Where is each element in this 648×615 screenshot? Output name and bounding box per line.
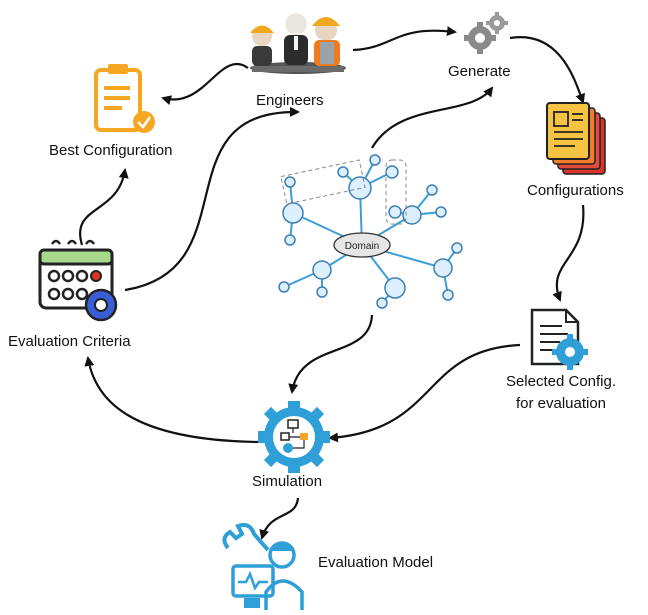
selected-config-label-line1: Selected Config. [505,373,617,390]
arrow-engineers-to-generate [352,26,457,52]
engineers-label: Engineers [256,92,324,109]
arrow-domain-to-generate [371,86,494,149]
simulation-gear-icon [258,401,330,473]
domain-graph-icon: Domain [278,154,463,309]
arrow-engineers-to-best-configuration [161,63,249,105]
calendar-gear-icon [38,239,118,322]
evaluation-model-label: Evaluation Model [318,554,434,571]
arrow-selected-to-simulation [328,343,521,443]
technician-icon [222,523,304,610]
documents-icon [546,102,606,175]
evaluation-criteria-label: Evaluation Criteria [8,333,131,350]
arrow-configurations-to-selected [552,204,585,302]
arrow-evaluation-criteria-to-engineers [124,106,300,292]
best-configuration-label: Best Configuration [49,142,173,159]
arrow-evaluation-criteria-to-best-configuration [79,168,129,246]
configurations-label: Configurations [527,182,624,199]
arrow-simulation-to-evaluation-criteria [84,356,259,444]
arrow-generate-to-configurations [509,36,585,104]
domain-label: Domain [345,241,379,252]
flow-arrows [79,26,585,540]
document-gear-icon [530,308,588,370]
gears-icon [464,12,508,54]
generate-label: Generate [448,63,511,80]
simulation-label: Simulation [252,473,323,490]
engineers-icon [250,13,346,74]
arrow-domain-to-simulation [288,314,374,394]
arrow-simulation-to-evaluation-model [259,497,300,540]
selected-config-label-line2: for evaluation [515,395,607,412]
clipboard-check-icon [94,64,155,133]
